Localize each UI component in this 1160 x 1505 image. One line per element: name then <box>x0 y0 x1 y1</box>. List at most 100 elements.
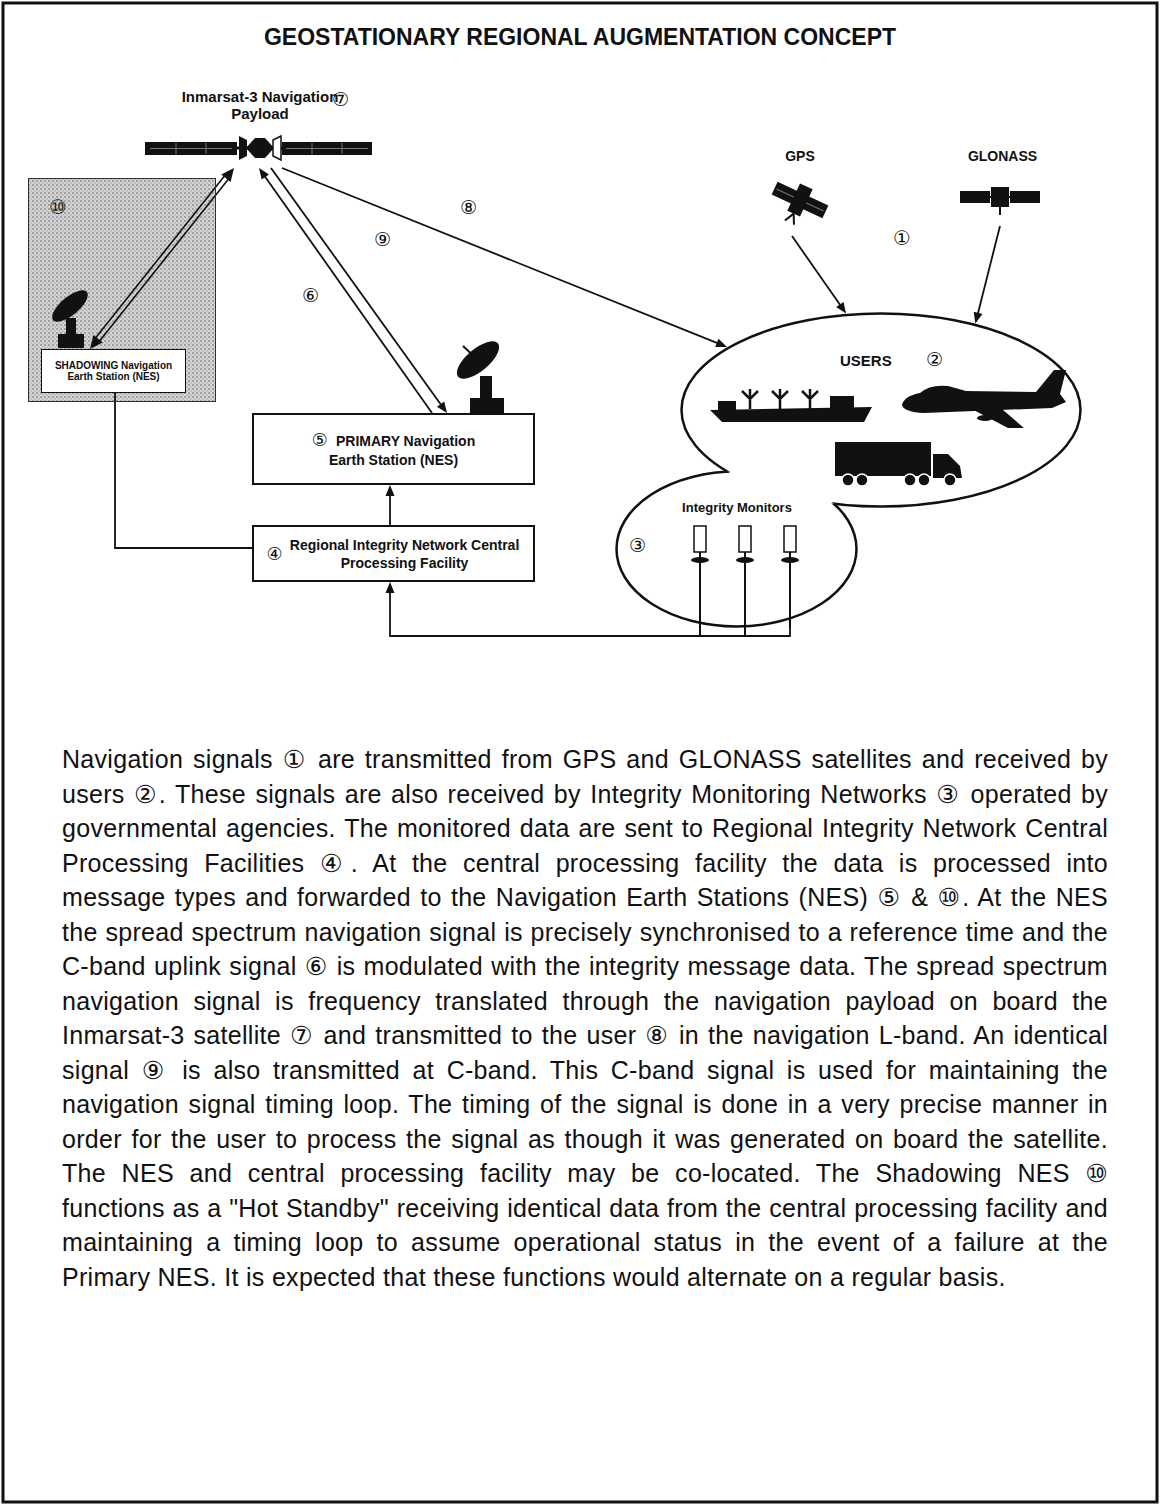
text-slot: ⑩ <box>49 195 67 219</box>
process-box: SHADOWING Navigation Earth Station (NES) <box>41 349 186 393</box>
dish-antenna <box>58 334 84 348</box>
node-area: ⑩ SHADOWING Navigation Earth Station (NES… <box>28 178 216 402</box>
vehicle-illustration <box>904 474 916 486</box>
inmarsat-satellite <box>239 136 247 160</box>
text-group: SHADOWING Navigation Earth Station (NES) <box>48 360 180 383</box>
box-label: SHADOWING Navigation Earth Station (NES) <box>48 360 180 383</box>
dish-antenna <box>66 318 76 336</box>
vehicle-illustration <box>918 474 930 486</box>
dish-antenna <box>451 335 505 385</box>
edge-label: ⑧ <box>458 196 479 219</box>
ellipse-outline <box>617 472 857 627</box>
arrowhead <box>974 312 983 324</box>
text-slot: GLONASS <box>950 148 1055 164</box>
arrowhead <box>90 335 103 349</box>
callout-number: ③ <box>629 534 646 557</box>
vehicle-illustration <box>830 396 854 408</box>
monitor-symbol <box>691 557 709 563</box>
connector-line <box>115 393 252 548</box>
page-frame <box>3 3 1157 1502</box>
connector-line <box>978 226 1000 315</box>
inmarsat-satellite <box>246 138 274 158</box>
gps-satellite <box>785 211 794 222</box>
inmarsat-satellite <box>282 142 372 155</box>
callout-number: ⑩ <box>49 195 67 219</box>
connector <box>386 485 395 525</box>
vehicle-illustration <box>835 442 931 476</box>
inmarsat-satellite <box>206 143 207 154</box>
connector-line <box>271 168 442 406</box>
arrowhead <box>836 302 846 314</box>
callout-number: ⑦ <box>332 88 349 111</box>
vehicle-illustration <box>718 401 736 410</box>
connector <box>115 393 252 548</box>
box-label: Regional Integrity Network Central Proce… <box>289 536 521 572</box>
monitor-symbol <box>781 557 799 563</box>
connector-line <box>792 236 841 306</box>
arrowhead <box>386 582 395 593</box>
vehicle-illustration <box>1030 386 1058 398</box>
text-slot: ⑥ <box>300 284 321 307</box>
dish-antenna <box>47 285 92 327</box>
satellite-label: GPS <box>765 148 835 164</box>
connector <box>271 168 447 413</box>
text-group: ④Regional Integrity Network Central Proc… <box>266 536 520 572</box>
glonass-satellite <box>991 187 1009 207</box>
text-slot: Navigation signals ① are transmitted fro… <box>62 742 1108 1294</box>
inmarsat-satellite <box>312 143 313 154</box>
vehicle-illustration <box>966 404 1024 428</box>
text-slot: ① <box>893 226 911 250</box>
inmarsat-satellite <box>342 143 343 154</box>
vehicle-illustration <box>856 474 868 486</box>
connector <box>282 168 727 347</box>
monitor-symbol <box>736 557 754 563</box>
connector <box>974 226 1000 323</box>
node-area: Integrity Monitors ③ <box>615 470 858 628</box>
connector-line <box>95 175 225 339</box>
ellipse-fill <box>617 472 857 627</box>
glonass-satellite <box>999 207 1001 215</box>
node-area: GPS <box>765 148 835 236</box>
callout-number: ② <box>926 348 943 371</box>
text-slot: ⑦ <box>332 88 349 111</box>
ellipse-outline <box>615 470 858 628</box>
inmarsat-satellite <box>273 136 281 160</box>
dish-antenna <box>451 335 505 413</box>
vehicle-illustration <box>742 389 818 409</box>
group-label: Integrity Monitors <box>667 500 807 515</box>
arrowhead <box>386 485 395 496</box>
node-area: Inmarsat-3 Navigation Payload⑦ <box>140 88 375 168</box>
text-slot: Integrity Monitors <box>667 500 807 515</box>
wire <box>699 562 701 636</box>
box-label: PRIMARY Navigation Earth Station (NES) <box>329 433 475 468</box>
satellite-label: GLONASS <box>950 148 1055 164</box>
shaded-region <box>28 178 216 402</box>
connector-line <box>264 175 432 413</box>
text-slot: GEOSTATIONARY REGIONAL AUGMENTATION CONC… <box>0 24 1160 51</box>
inmarsat-satellite <box>150 148 232 149</box>
arrowhead <box>437 401 447 413</box>
connector <box>259 168 432 413</box>
text-slot: USERS <box>840 352 892 369</box>
vehicle-illustration <box>977 415 993 421</box>
node-area: GLONASS <box>950 148 1055 226</box>
monitor-symbol <box>694 526 706 552</box>
text-slot: ② <box>926 348 943 371</box>
connector-line <box>282 168 719 344</box>
dish-antenna <box>463 346 478 360</box>
connector <box>792 236 846 313</box>
monitor-symbol <box>739 526 751 552</box>
gps-satellite <box>787 183 812 216</box>
title: GEOSTATIONARY REGIONAL AUGMENTATION CONC… <box>0 24 1160 51</box>
callout-number: ⑤ <box>312 430 328 450</box>
inmarsat-satellite <box>145 142 237 155</box>
connector-line <box>389 494 391 525</box>
satellite-label: Inmarsat-3 Navigation Payload <box>180 88 340 122</box>
inmarsat-satellite <box>176 143 177 154</box>
edge-label: ⑨ <box>372 228 393 251</box>
vehicle-illustration <box>842 474 854 486</box>
group-label: USERS <box>840 352 892 369</box>
dish-antenna <box>470 398 504 413</box>
glonass-satellite <box>960 187 1040 215</box>
